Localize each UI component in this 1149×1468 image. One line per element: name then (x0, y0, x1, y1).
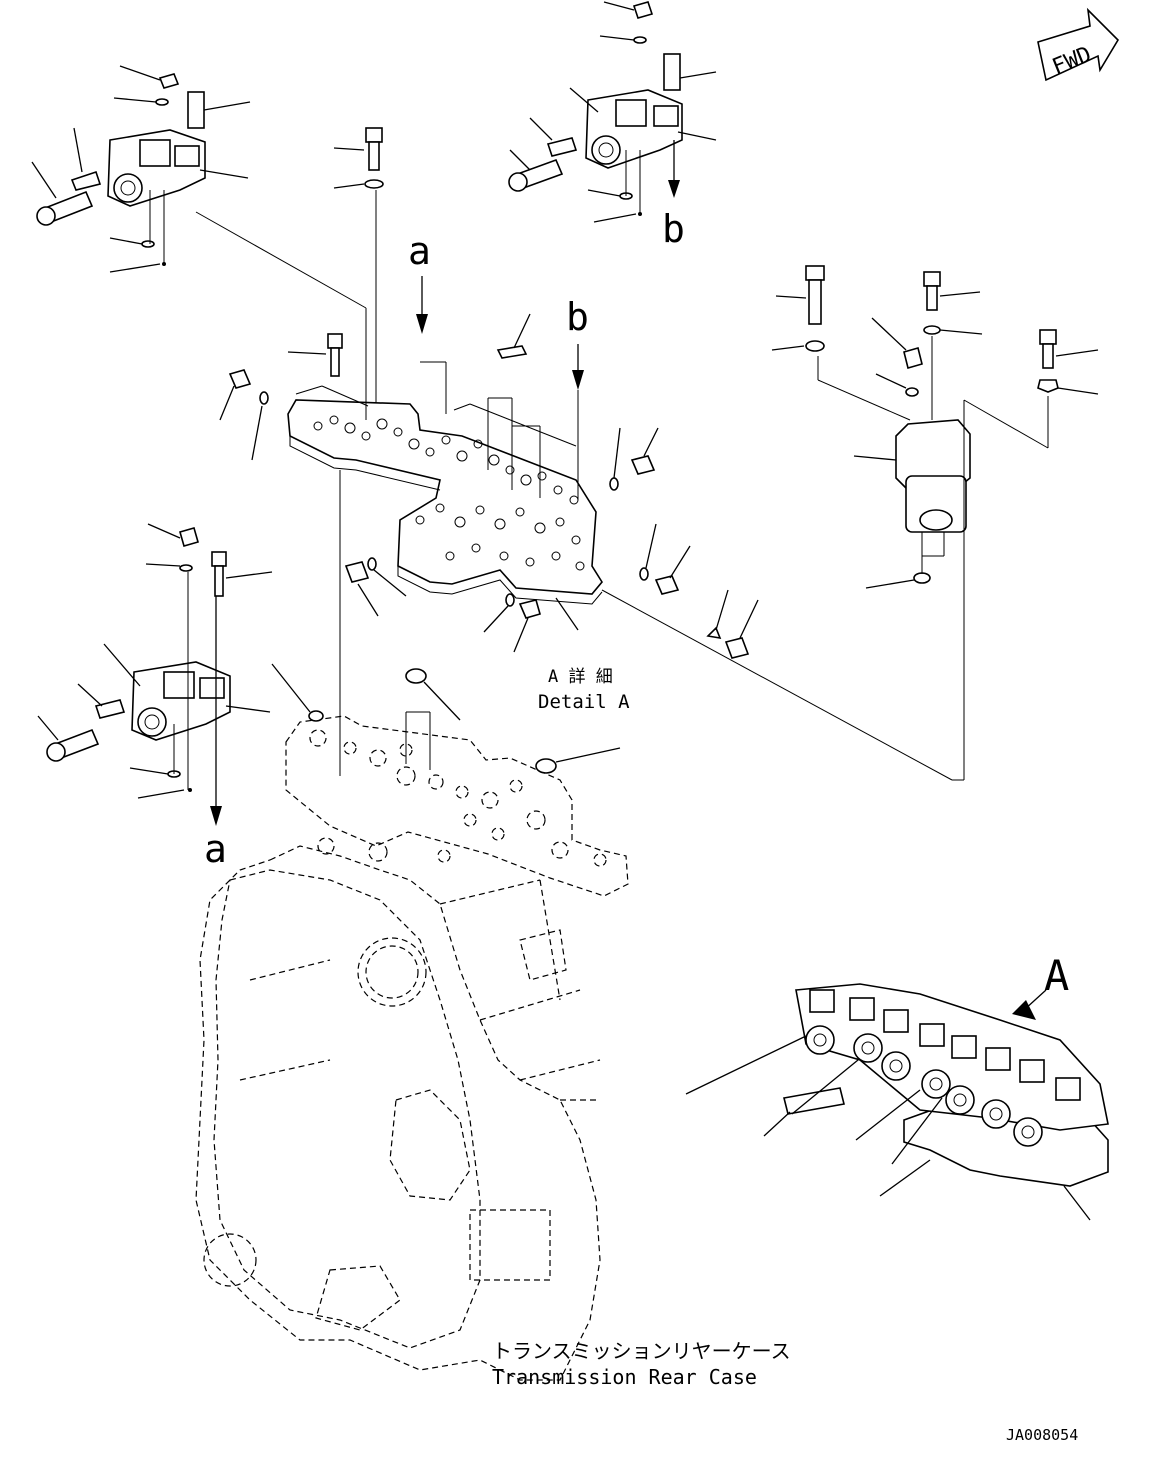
detail-a-en: Detail A (538, 691, 630, 713)
solenoid-assembly-lower-left (37, 523, 273, 826)
reference-arrow-b-mid: b (566, 295, 589, 500)
rear-case-en: Transmission Rear Case (492, 1365, 757, 1389)
rear-case-top-holes (309, 729, 607, 867)
solenoid-assembly-top-left (31, 65, 251, 273)
drawing-code: JA008054 (1006, 1426, 1078, 1444)
reference-label-a-lower: a (204, 827, 227, 871)
solenoid-assembly-top-center (508, 1, 717, 223)
reference-arrow-a-upper: a (408, 229, 431, 334)
assembled-solenoids (805, 989, 1081, 1147)
ref-b-top: b (662, 207, 685, 251)
view-a-label: A (1044, 951, 1069, 1000)
transmission-rear-case (195, 470, 629, 1381)
valve-plate-holes (313, 415, 585, 571)
ref-a-upper: a (408, 229, 431, 273)
ref-b-mid: b (566, 295, 589, 339)
fwd-arrow: FWD (1037, 7, 1120, 82)
valve-plate (195, 211, 759, 659)
rear-case-jp: トランスミッションリヤーケース (492, 1339, 791, 1363)
valve-assembly-right (601, 265, 1099, 781)
ref-a-lower: a (204, 827, 227, 871)
reference-label-b-top: b (662, 207, 685, 251)
bolt-center-top (333, 127, 384, 420)
assembled-valve-view: A (685, 951, 1109, 1221)
detail-a-caption: A 詳 細 Detail A (538, 667, 630, 713)
detail-a-jp: A 詳 細 (548, 667, 613, 687)
rear-case-caption: トランスミッションリヤーケース Transmission Rear Case (492, 1339, 791, 1389)
